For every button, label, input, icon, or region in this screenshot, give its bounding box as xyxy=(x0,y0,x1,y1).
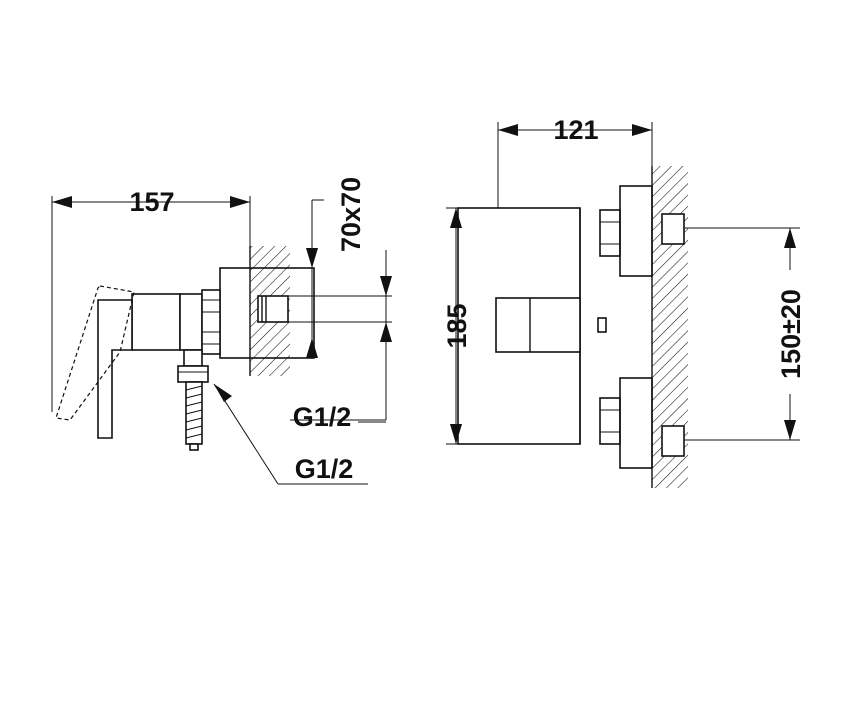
upper-pipe xyxy=(661,213,685,245)
dim-157: 157 xyxy=(51,187,251,412)
left-view: 157 70x70 G1/2 G1/2 xyxy=(51,177,392,485)
mixer-connector xyxy=(179,293,203,351)
lower-nut xyxy=(599,397,621,445)
dim-185: 185 xyxy=(442,207,578,445)
dim-label-70x70: 70x70 xyxy=(336,177,366,252)
handle-block xyxy=(495,297,581,353)
lower-escutcheon xyxy=(619,377,653,469)
lever-raised-dashed xyxy=(55,285,135,421)
right-view: 121 185 150±20 xyxy=(442,115,806,488)
outlet-stem xyxy=(183,349,203,367)
mixer-body-side xyxy=(131,293,181,351)
dim-70x70: 70x70 xyxy=(306,177,366,358)
dim-121: 121 xyxy=(497,115,653,208)
upper-nut xyxy=(599,209,621,257)
upper-escutcheon xyxy=(619,185,653,277)
dim-inlet-g12: G1/2 xyxy=(290,250,392,432)
mixer-nut xyxy=(201,289,221,355)
outlet-thread xyxy=(185,381,203,451)
dim-label-inlet: G1/2 xyxy=(293,402,352,432)
side-pin xyxy=(597,317,607,333)
dim-label-157: 157 xyxy=(129,187,174,217)
dim-label-121: 121 xyxy=(553,115,598,145)
dim-label-185: 185 xyxy=(442,303,472,348)
dim-outlet-g12: G1/2 xyxy=(213,383,368,485)
dim-label-outlet: G1/2 xyxy=(295,454,354,484)
dim-label-150-20: 150±20 xyxy=(776,289,806,379)
inlet-pipe xyxy=(257,295,289,323)
dim-150-20: 150±20 xyxy=(684,227,806,441)
outlet-nut xyxy=(177,365,209,383)
lower-pipe xyxy=(661,425,685,457)
